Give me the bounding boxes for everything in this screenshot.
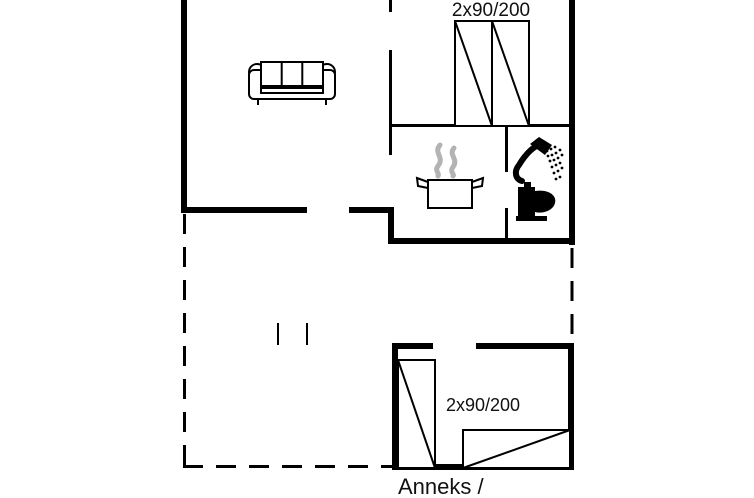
shower-spray — [545, 145, 564, 181]
wall-right-outer — [569, 0, 575, 245]
steam-icon — [434, 142, 458, 179]
pot-handle-right — [471, 176, 485, 190]
annex-bed-size-label: 2x90/200 — [445, 395, 521, 415]
wall-living-bottom-right — [349, 207, 394, 213]
wall-kitchen-bottom — [388, 238, 575, 244]
annex-beds — [397, 359, 571, 469]
pot-handle-left — [415, 176, 429, 190]
wall-corner-post — [388, 207, 394, 244]
wall-bedroom-divider-top — [389, 0, 392, 12]
wall-bathroom-divider-top — [505, 127, 508, 172]
terrace-mark-left — [277, 323, 279, 345]
wall-annex-top-right — [476, 343, 574, 349]
toilet-icon — [516, 182, 556, 221]
shower-head — [530, 137, 552, 155]
wall-bedroom-divider-main — [389, 50, 392, 127]
wall-bathroom-divider-bottom — [505, 208, 508, 240]
terrace-outline — [183, 214, 574, 468]
sofa-icon — [248, 61, 336, 105]
wall-living-bottom-left — [181, 207, 307, 213]
annex-label: Anneks / — [398, 474, 484, 498]
pot-icon — [415, 142, 485, 209]
terrace-mark-right — [306, 323, 308, 345]
pot-body — [427, 179, 473, 209]
wall-annex-left — [392, 343, 398, 470]
wall-kitchen-left — [389, 127, 392, 155]
wall-annex-top-left — [392, 343, 433, 349]
bedroom-bed-size-label: 2x90/200 — [451, 0, 531, 21]
wall-living-left — [181, 0, 187, 213]
shower-icon — [512, 137, 564, 184]
wall-annex-right — [568, 343, 574, 470]
bedroom-beds — [454, 20, 530, 127]
